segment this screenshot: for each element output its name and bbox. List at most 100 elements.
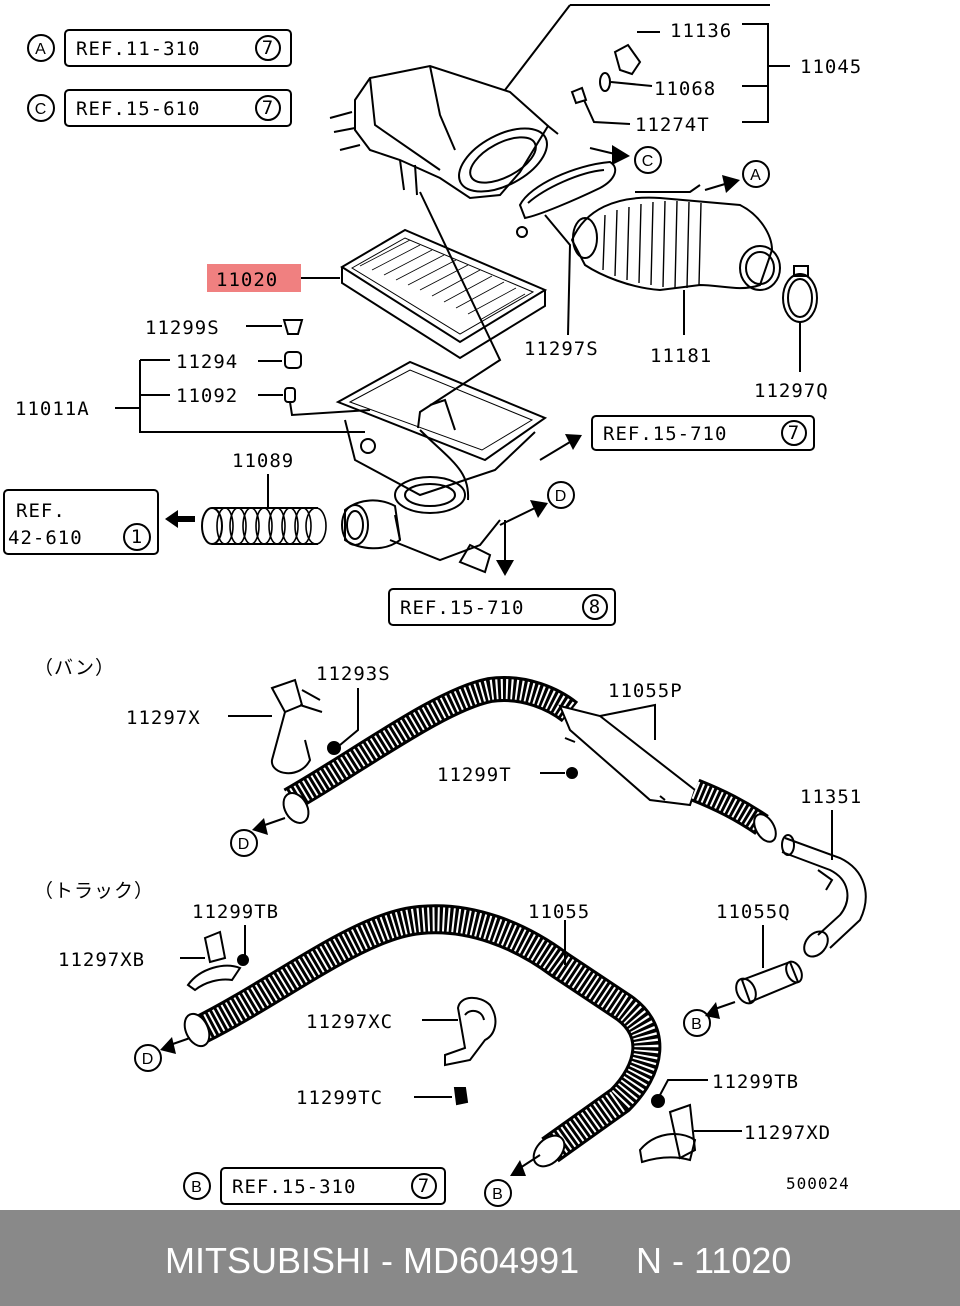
part-11297xc-clamp — [444, 996, 497, 1067]
diagram-code: 500024 — [786, 1174, 850, 1193]
section-van-label: （バン） — [34, 657, 115, 679]
ref-c-callout: C REF.15-610 7 — [27, 89, 292, 127]
air-filter-element — [340, 228, 548, 360]
ref-15-710-7-text: REF.15-710 — [603, 423, 727, 445]
marker-c: C — [35, 101, 48, 118]
ref-15-710-8-box — [388, 588, 616, 626]
marker-b-right-circle — [683, 1009, 711, 1037]
duct-connector — [341, 499, 402, 550]
label-11092: 11092 — [176, 385, 238, 407]
part-11297xd-clamp — [638, 1103, 697, 1164]
air-outlet-port — [458, 127, 548, 193]
part-11299tc-shape — [453, 1087, 469, 1106]
ref-42-610-callout: REF. 42-610 1 — [3, 489, 159, 555]
part-11055-hose — [183, 904, 662, 1168]
ref-c-text: REF.15-610 — [76, 98, 200, 120]
label-11299tc: 11299TC — [296, 1087, 383, 1109]
label-11020: 11020 — [216, 269, 278, 291]
label-11068: 11068 — [654, 78, 716, 100]
marker-d-van-circle — [230, 829, 258, 857]
footer-ref: N - 11020 — [636, 1240, 792, 1281]
part-11136-shape — [613, 43, 642, 76]
label-11297xc: 11297XC — [306, 1011, 393, 1033]
ref-42-610-box — [3, 489, 159, 555]
label-11299s: 11299S — [145, 317, 220, 339]
air-cleaner-upper-case — [329, 64, 559, 200]
ref-15-710-8-callout: REF.15-710 8 — [388, 588, 616, 626]
label-11299tb-b: 11299TB — [712, 1071, 799, 1093]
ref-c-page-circle — [255, 95, 281, 121]
part-11297q-clamp — [782, 265, 818, 323]
label-11299tb-a: 11299TB — [192, 901, 279, 923]
marker-a-circle — [27, 34, 55, 62]
part-11092-shape — [284, 387, 296, 403]
label-11055p: 11055P — [608, 680, 683, 702]
label-11297xd: 11297XD — [744, 1122, 831, 1144]
ref-42-line2: 42-610 — [8, 527, 83, 549]
marker-b-ref: B — [191, 1179, 203, 1196]
label-11299t: 11299T — [437, 764, 512, 786]
ref-b-page: 7 — [418, 1175, 430, 1197]
label-11181: 11181 — [650, 345, 712, 367]
label-11297x: 11297X — [126, 707, 201, 729]
ref-a-box — [64, 29, 292, 67]
marker-b-bottom: B — [492, 1186, 504, 1203]
footer-brand-part: MITSUBISHI - MD604991 — [165, 1240, 580, 1281]
part-11089-bellows — [201, 507, 327, 545]
marker-c-flow-circle — [634, 146, 662, 174]
part-11294-shape — [284, 351, 302, 369]
part-11297x-clamp — [270, 678, 323, 775]
label-11297q: 11297Q — [754, 380, 829, 402]
label-11297xb: 11297XB — [58, 949, 145, 971]
marker-a-flow-circle — [742, 160, 770, 188]
ref-c-box — [64, 89, 292, 127]
marker-c-circle — [27, 94, 55, 122]
ref-b-text: REF.15-310 — [232, 1176, 356, 1198]
label-11089: 11089 — [232, 450, 294, 472]
ref-15-710-7-page: 7 — [788, 422, 800, 444]
part-11068-shape — [599, 72, 611, 92]
ref-a-callout: A REF.11-310 7 — [27, 29, 292, 67]
footer-bar: MITSUBISHI - MD604991 N - 11020 — [0, 1210, 960, 1306]
part-11055q-hose — [735, 960, 803, 1005]
label-11297s: 11297S — [524, 338, 599, 360]
label-11351: 11351 — [800, 786, 862, 808]
marker-a-flow: A — [750, 167, 762, 184]
ref-b-box — [220, 1167, 446, 1205]
marker-b-bottom-circle — [484, 1179, 512, 1207]
part-11297s-clamp — [516, 160, 617, 238]
ref-b-callout: B REF.15-310 7 — [183, 1167, 446, 1205]
label-11293s: 11293S — [316, 663, 391, 685]
ref-42-line1: REF. — [16, 500, 66, 522]
label-11136: 11136 — [670, 20, 732, 42]
label-11274t: 11274T — [635, 114, 710, 136]
ref-15-710-8-page: 8 — [589, 596, 601, 618]
ref-42-page: 1 — [131, 526, 143, 548]
part-11297xb-clamp — [186, 930, 242, 992]
ref-a-text: REF.11-310 — [76, 38, 200, 60]
label-11045: 11045 — [800, 56, 862, 78]
label-11011a: 11011A — [15, 398, 90, 420]
marker-a: A — [35, 41, 47, 58]
arrow-down-ref — [496, 560, 514, 576]
marker-d-upper-circle — [547, 481, 575, 509]
part-11299t-shape — [566, 767, 578, 779]
ref-15-710-7-callout: REF.15-710 7 — [591, 415, 815, 451]
part-11055p-hose — [282, 676, 777, 843]
ref-a-page: 7 — [262, 37, 274, 59]
air-cleaner-lower-case — [335, 360, 548, 574]
part-11299s-shape — [282, 319, 304, 335]
leader-top — [504, 4, 770, 91]
part-11274t-shape — [570, 86, 588, 105]
parts-diagram: A REF.11-310 7 C REF.15-610 7 — [3, 4, 867, 1207]
part-11181-intake-hose — [570, 184, 781, 292]
label-11055: 11055 — [528, 901, 590, 923]
fastener-group-11045 — [570, 23, 790, 125]
ref-15-710-8-text: REF.15-710 — [400, 597, 524, 619]
ref-c-page: 7 — [262, 97, 274, 119]
marker-c-flow: C — [642, 153, 655, 170]
marker-d-truck: D — [142, 1051, 155, 1068]
highlight-11020 — [207, 264, 301, 292]
marker-b-ref-circle — [183, 1172, 211, 1200]
ref-a-page-circle — [255, 35, 281, 61]
